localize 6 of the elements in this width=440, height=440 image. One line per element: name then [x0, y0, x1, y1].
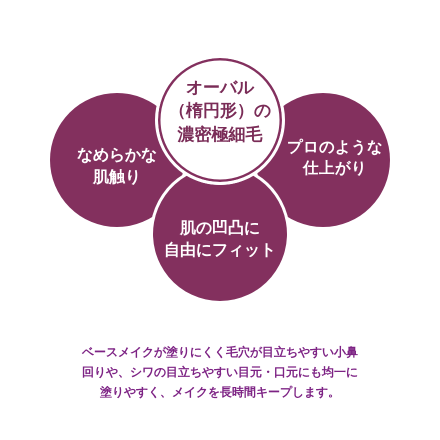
- circle-label: オーバル（楕円形）の濃密極細毛: [168, 77, 272, 147]
- feature-circle: [150, 174, 290, 304]
- circle-label: プロのような仕上がり: [286, 136, 384, 179]
- caption-text: ベースメイクが塗りにくく毛穴が目立ちやすい小鼻回りや、シワの目立ちやすい目元・口元にも均一に塗りやすく、メイクを長時間キープします。: [80, 344, 359, 401]
- circle-label: なめらかな肌触り: [76, 144, 158, 188]
- circle-label: 肌の凹凸に自由にフィット: [162, 217, 277, 261]
